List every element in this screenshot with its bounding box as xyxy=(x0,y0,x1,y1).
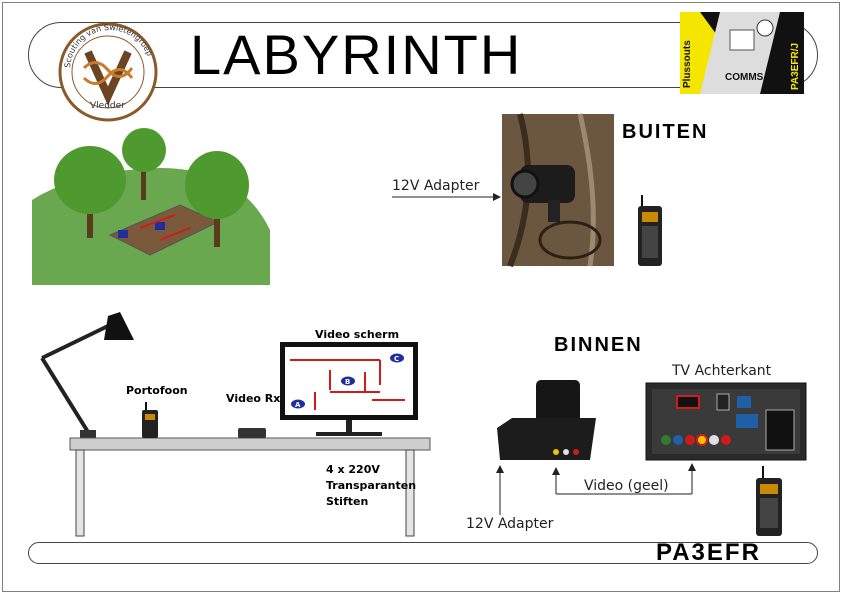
outside-heading: BUITEN xyxy=(622,121,709,143)
comms-logo: Plussouts COMMS PA3EFR/J xyxy=(680,12,804,94)
desk-lamp xyxy=(40,312,134,438)
desk-radio-icon xyxy=(142,402,158,438)
logo-text-left: Plussouts xyxy=(682,40,693,88)
inside-adapter-label: 12V Adapter xyxy=(466,516,554,532)
maze-marker-b: B xyxy=(345,378,350,386)
maze-marker-a: A xyxy=(295,401,301,409)
logo-text-mid: COMMS xyxy=(725,72,764,83)
title-bar xyxy=(28,22,818,88)
footer-callsign: PA3EFR xyxy=(656,539,761,566)
inside-heading: BINNEN xyxy=(554,334,643,356)
scouting-logo: Scouting van Swietengroep Vledder xyxy=(58,22,158,122)
logo-text-bottom: Vledder xyxy=(90,101,125,111)
video-rx-box xyxy=(238,428,266,438)
maze-marker-c: C xyxy=(394,355,399,363)
tv-back-label: TV Achterkant xyxy=(672,363,772,379)
video-cable-label: Video (geel) xyxy=(584,478,669,494)
indoor-radio-icon xyxy=(756,466,782,536)
outside-adapter-label: 12V Adapter xyxy=(392,178,480,194)
outdoor-radio-icon xyxy=(638,195,662,266)
video-monitor: A B C xyxy=(280,342,418,436)
outdoor-maze-illustration xyxy=(32,128,270,285)
desk xyxy=(69,437,431,537)
page-title: LABYRINTH xyxy=(190,23,523,86)
footer-bar xyxy=(28,542,818,564)
tv-back-panel xyxy=(645,382,807,461)
supplies-line-3: Stiften xyxy=(326,495,369,508)
supplies-line-2: Transparanten xyxy=(326,479,417,492)
supplies-line-1: 4 x 220V xyxy=(326,463,380,476)
screen-label: Video scherm xyxy=(315,328,400,341)
video-rx-label: Video Rx xyxy=(226,392,281,405)
outdoor-camera-photo xyxy=(502,113,614,268)
logo-text-right: PA3EFR/J xyxy=(790,43,801,90)
indoor-receiver xyxy=(497,380,596,460)
portofoon-label: Portofoon xyxy=(126,384,188,397)
